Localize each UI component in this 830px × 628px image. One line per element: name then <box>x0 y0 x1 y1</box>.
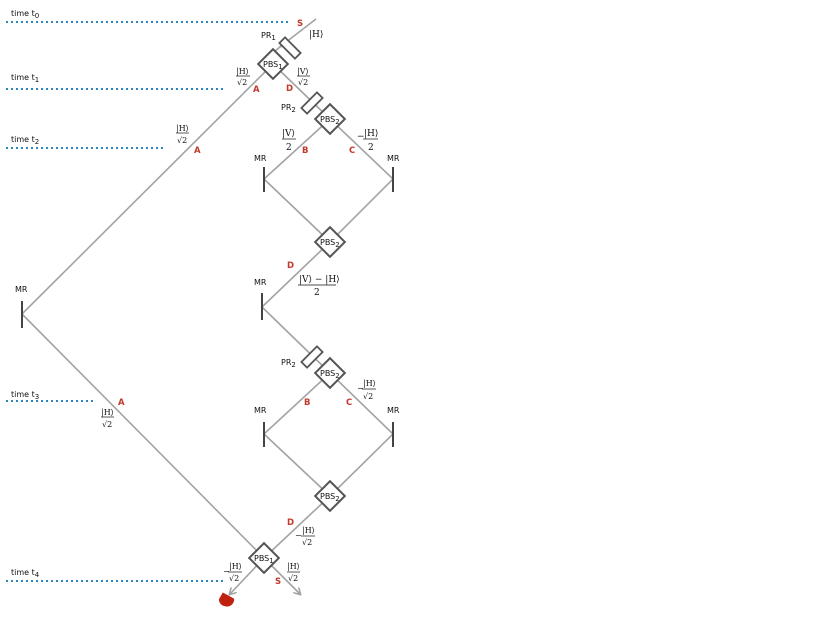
svg-text:|H⟩: |H⟩ <box>364 129 378 139</box>
svg-text:−: − <box>295 531 302 540</box>
svg-text:2: 2 <box>368 143 374 153</box>
svg-text:PR2: PR2 <box>281 358 296 369</box>
svg-text:time t1: time t1 <box>11 73 39 84</box>
beam-paths <box>21 18 394 594</box>
svg-text:|H⟩: |H⟩ <box>236 67 249 76</box>
svg-text:2: 2 <box>286 143 292 153</box>
pr1: PR1 <box>261 31 302 60</box>
frac-minus-h-2: − |H⟩ 2 <box>357 129 378 153</box>
frac-minus-h-sqrt2-d: − |H⟩ √2 <box>295 526 315 547</box>
frac-v-sqrt2-t1: |V⟩ √2 <box>297 67 310 87</box>
svg-text:MR: MR <box>254 154 267 163</box>
svg-text:S: S <box>275 577 281 587</box>
timeline-t1: time t1 <box>6 73 226 90</box>
mirror-lower-right: MR <box>387 406 400 447</box>
timeline-t4: time t4 <box>6 568 226 582</box>
svg-text:√2: √2 <box>288 574 298 583</box>
svg-text:PR2: PR2 <box>281 103 296 114</box>
svg-text:A: A <box>253 85 260 95</box>
frac-h-sqrt2-t3: |H⟩ √2 <box>101 408 114 429</box>
detector-icon <box>218 592 235 607</box>
frac-v-2: |V⟩ 2 <box>282 129 296 153</box>
mirror-upper-left: MR <box>254 154 267 192</box>
timeline-t0: time t0 <box>6 9 290 23</box>
mirror-lower-left: MR <box>254 406 267 447</box>
svg-text:PBS2: PBS2 <box>320 238 340 249</box>
svg-text:√2: √2 <box>229 574 239 583</box>
svg-text:S: S <box>297 19 303 29</box>
svg-text:PBS1: PBS1 <box>263 60 283 71</box>
svg-text:|V⟩: |V⟩ <box>282 129 295 139</box>
svg-text:|V⟩ − |H⟩: |V⟩ − |H⟩ <box>299 275 340 285</box>
frac-minus-h-sqrt2-out: − |H⟩ √2 <box>223 562 242 583</box>
frac-minus-h-sqrt2-c: − |H⟩ √2 <box>357 379 376 401</box>
svg-text:√2: √2 <box>298 78 308 87</box>
pbs2-lower-merge: PBS2 <box>313 479 347 513</box>
svg-text:MR: MR <box>387 406 400 415</box>
svg-text:D: D <box>287 518 294 528</box>
svg-text:MR: MR <box>254 278 267 287</box>
pbs2-lower: PBS2 <box>313 356 347 390</box>
svg-text:time t4: time t4 <box>11 568 40 579</box>
svg-text:PBS2: PBS2 <box>320 492 340 503</box>
svg-text:D: D <box>287 261 294 271</box>
svg-text:A: A <box>118 398 125 408</box>
pr2-upper: PR2 <box>281 91 324 115</box>
svg-text:√2: √2 <box>102 420 112 429</box>
svg-text:A: A <box>194 146 201 156</box>
svg-text:√2: √2 <box>177 136 187 145</box>
frac-v-minus-h-2: |V⟩ − |H⟩ 2 <box>298 275 340 298</box>
frac-h-sqrt2-t2: |H⟩ √2 <box>176 124 189 145</box>
pbs2-upper: PBS2 <box>313 102 347 136</box>
pbs1-bottom: PBS1 <box>247 541 281 575</box>
pbs2-upper-merge: PBS2 <box>313 225 347 259</box>
svg-text:|H⟩: |H⟩ <box>101 408 114 417</box>
svg-text:C: C <box>346 398 352 408</box>
frac-h-sqrt2-out: |H⟩ √2 <box>287 562 300 583</box>
mirror-left: MR <box>15 285 28 328</box>
svg-text:2: 2 <box>314 288 320 298</box>
svg-text:PR1: PR1 <box>261 31 276 42</box>
svg-text:PBS2: PBS2 <box>320 115 340 126</box>
path-labels: S A D A B C D A B C D S <box>118 19 355 587</box>
svg-text:√2: √2 <box>237 78 247 87</box>
svg-text:|V⟩: |V⟩ <box>297 67 309 76</box>
svg-text:PBS1: PBS1 <box>254 554 274 565</box>
mirror-middle: MR <box>254 278 267 320</box>
svg-text:|H⟩: |H⟩ <box>309 30 323 40</box>
svg-text:C: C <box>349 146 355 156</box>
svg-text:time t0: time t0 <box>11 9 39 20</box>
mirror-upper-right: MR <box>387 154 400 192</box>
math-annotations: |H⟩ |H⟩ √2 |V⟩ √2 |H⟩ √2 |V⟩ 2 − |H⟩ <box>101 30 378 583</box>
svg-text:√2: √2 <box>363 392 373 401</box>
svg-text:B: B <box>304 398 310 408</box>
svg-text:−: − <box>357 132 365 142</box>
svg-text:MR: MR <box>254 406 267 415</box>
svg-text:−: − <box>223 567 230 576</box>
svg-text:PBS2: PBS2 <box>320 369 340 380</box>
timeline-t3: time t3 <box>6 390 96 402</box>
timeline-t2: time t2 <box>6 135 166 149</box>
svg-text:B: B <box>302 146 308 156</box>
svg-text:|H⟩: |H⟩ <box>302 526 315 535</box>
svg-text:|H⟩: |H⟩ <box>287 562 300 571</box>
frac-h-sqrt2-t1: |H⟩ √2 <box>236 67 250 87</box>
svg-text:√2: √2 <box>302 538 312 547</box>
svg-text:|H⟩: |H⟩ <box>176 124 189 133</box>
svg-text:|H⟩: |H⟩ <box>363 379 376 388</box>
svg-text:−: − <box>357 384 364 393</box>
svg-text:|H⟩: |H⟩ <box>229 562 242 571</box>
svg-text:time t3: time t3 <box>11 390 39 401</box>
svg-text:time t2: time t2 <box>11 135 39 146</box>
svg-text:MR: MR <box>387 154 400 163</box>
svg-text:D: D <box>286 84 293 94</box>
pbs1-top: PBS1 <box>256 47 290 81</box>
svg-text:MR: MR <box>15 285 28 294</box>
pr2-lower: PR2 <box>281 345 324 369</box>
